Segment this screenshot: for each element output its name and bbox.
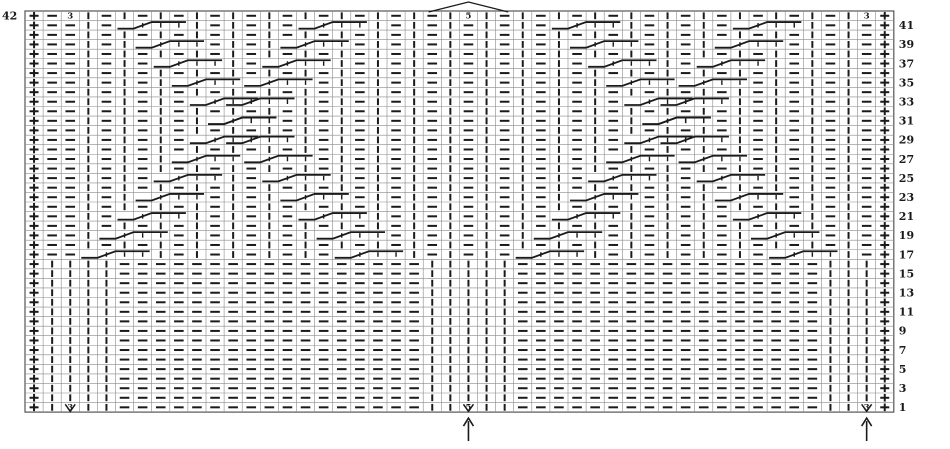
decrease-v-symbol — [861, 403, 873, 413]
row-number-label: 29 — [899, 134, 914, 147]
row-number-label: 19 — [899, 229, 914, 242]
row-number-label: 33 — [899, 96, 914, 109]
stitch-symbols — [29, 11, 890, 412]
decrease-count-label: 5 — [465, 403, 471, 413]
row-number-label: 37 — [899, 57, 914, 70]
row-number-label: 31 — [899, 115, 914, 128]
row-number-label: 21 — [899, 210, 914, 223]
row-number-label: 7 — [899, 344, 907, 357]
row-number-label: 15 — [899, 267, 914, 280]
decrease-count-label: 3 — [67, 403, 73, 413]
decrease-v-symbol — [462, 403, 475, 413]
row-number-label: 13 — [899, 287, 914, 300]
row-number-label: 41 — [899, 19, 914, 32]
row-number-label: 17 — [899, 248, 914, 261]
center-repeat-arrow-head — [462, 416, 475, 427]
decrease-peak-symbol — [428, 1, 509, 13]
decrease-marks: 3 5 3 3 5 3 — [64, 1, 873, 441]
row-number-label: 23 — [899, 191, 914, 204]
row-number-label: 42 — [2, 10, 17, 23]
decrease-count-label: 3 — [67, 11, 73, 21]
row-number-label: 11 — [899, 306, 914, 319]
decrease-count-label: 3 — [864, 403, 870, 413]
row-number-label: 5 — [899, 363, 907, 376]
row-number-label: 1 — [899, 401, 907, 414]
grid-layer — [24, 10, 895, 413]
right-repeat-arrow-head — [860, 416, 873, 427]
row-number-label: 35 — [899, 76, 914, 89]
decrease-v-symbol — [64, 403, 76, 413]
row-number-label: 39 — [899, 38, 914, 51]
row-number-label: 3 — [899, 382, 907, 395]
decrease-count-label: 3 — [864, 11, 870, 21]
row-number-label: 27 — [899, 153, 914, 166]
row-number-label: 25 — [899, 172, 914, 185]
decrease-count-label: 5 — [465, 11, 471, 21]
cable-symbols — [81, 21, 838, 259]
row-number-label: 9 — [899, 325, 907, 338]
